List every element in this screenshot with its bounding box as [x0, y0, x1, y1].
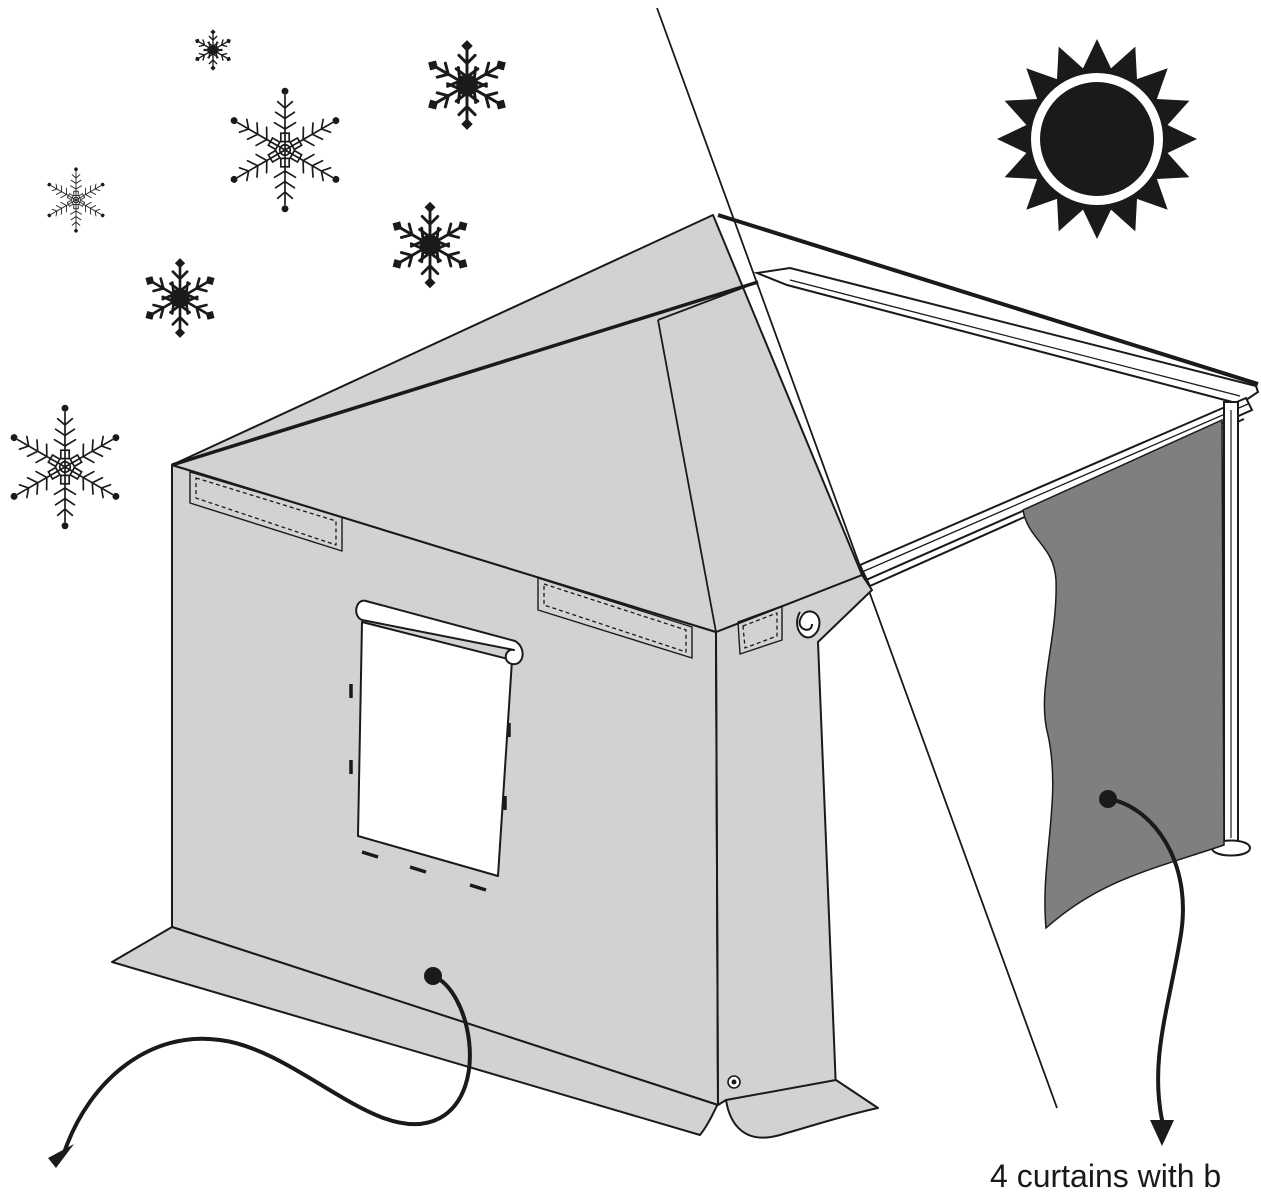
tent-window: [358, 622, 512, 876]
snowflake-icon: [393, 202, 468, 288]
sun-icon: [997, 39, 1197, 239]
snowflake-icon: [45, 168, 106, 232]
snowflake-icon: [195, 29, 231, 70]
tent-body: [112, 215, 878, 1138]
snowflake-icon: [145, 258, 214, 338]
side-curtain: [1023, 420, 1224, 928]
tent-side-wall: [716, 575, 872, 1105]
curtains-caption: 4 curtains with b: [990, 1158, 1221, 1195]
snowflake-icon: [428, 40, 506, 130]
snowflake-icon: [227, 89, 344, 212]
snowflake-icon: [7, 406, 124, 529]
